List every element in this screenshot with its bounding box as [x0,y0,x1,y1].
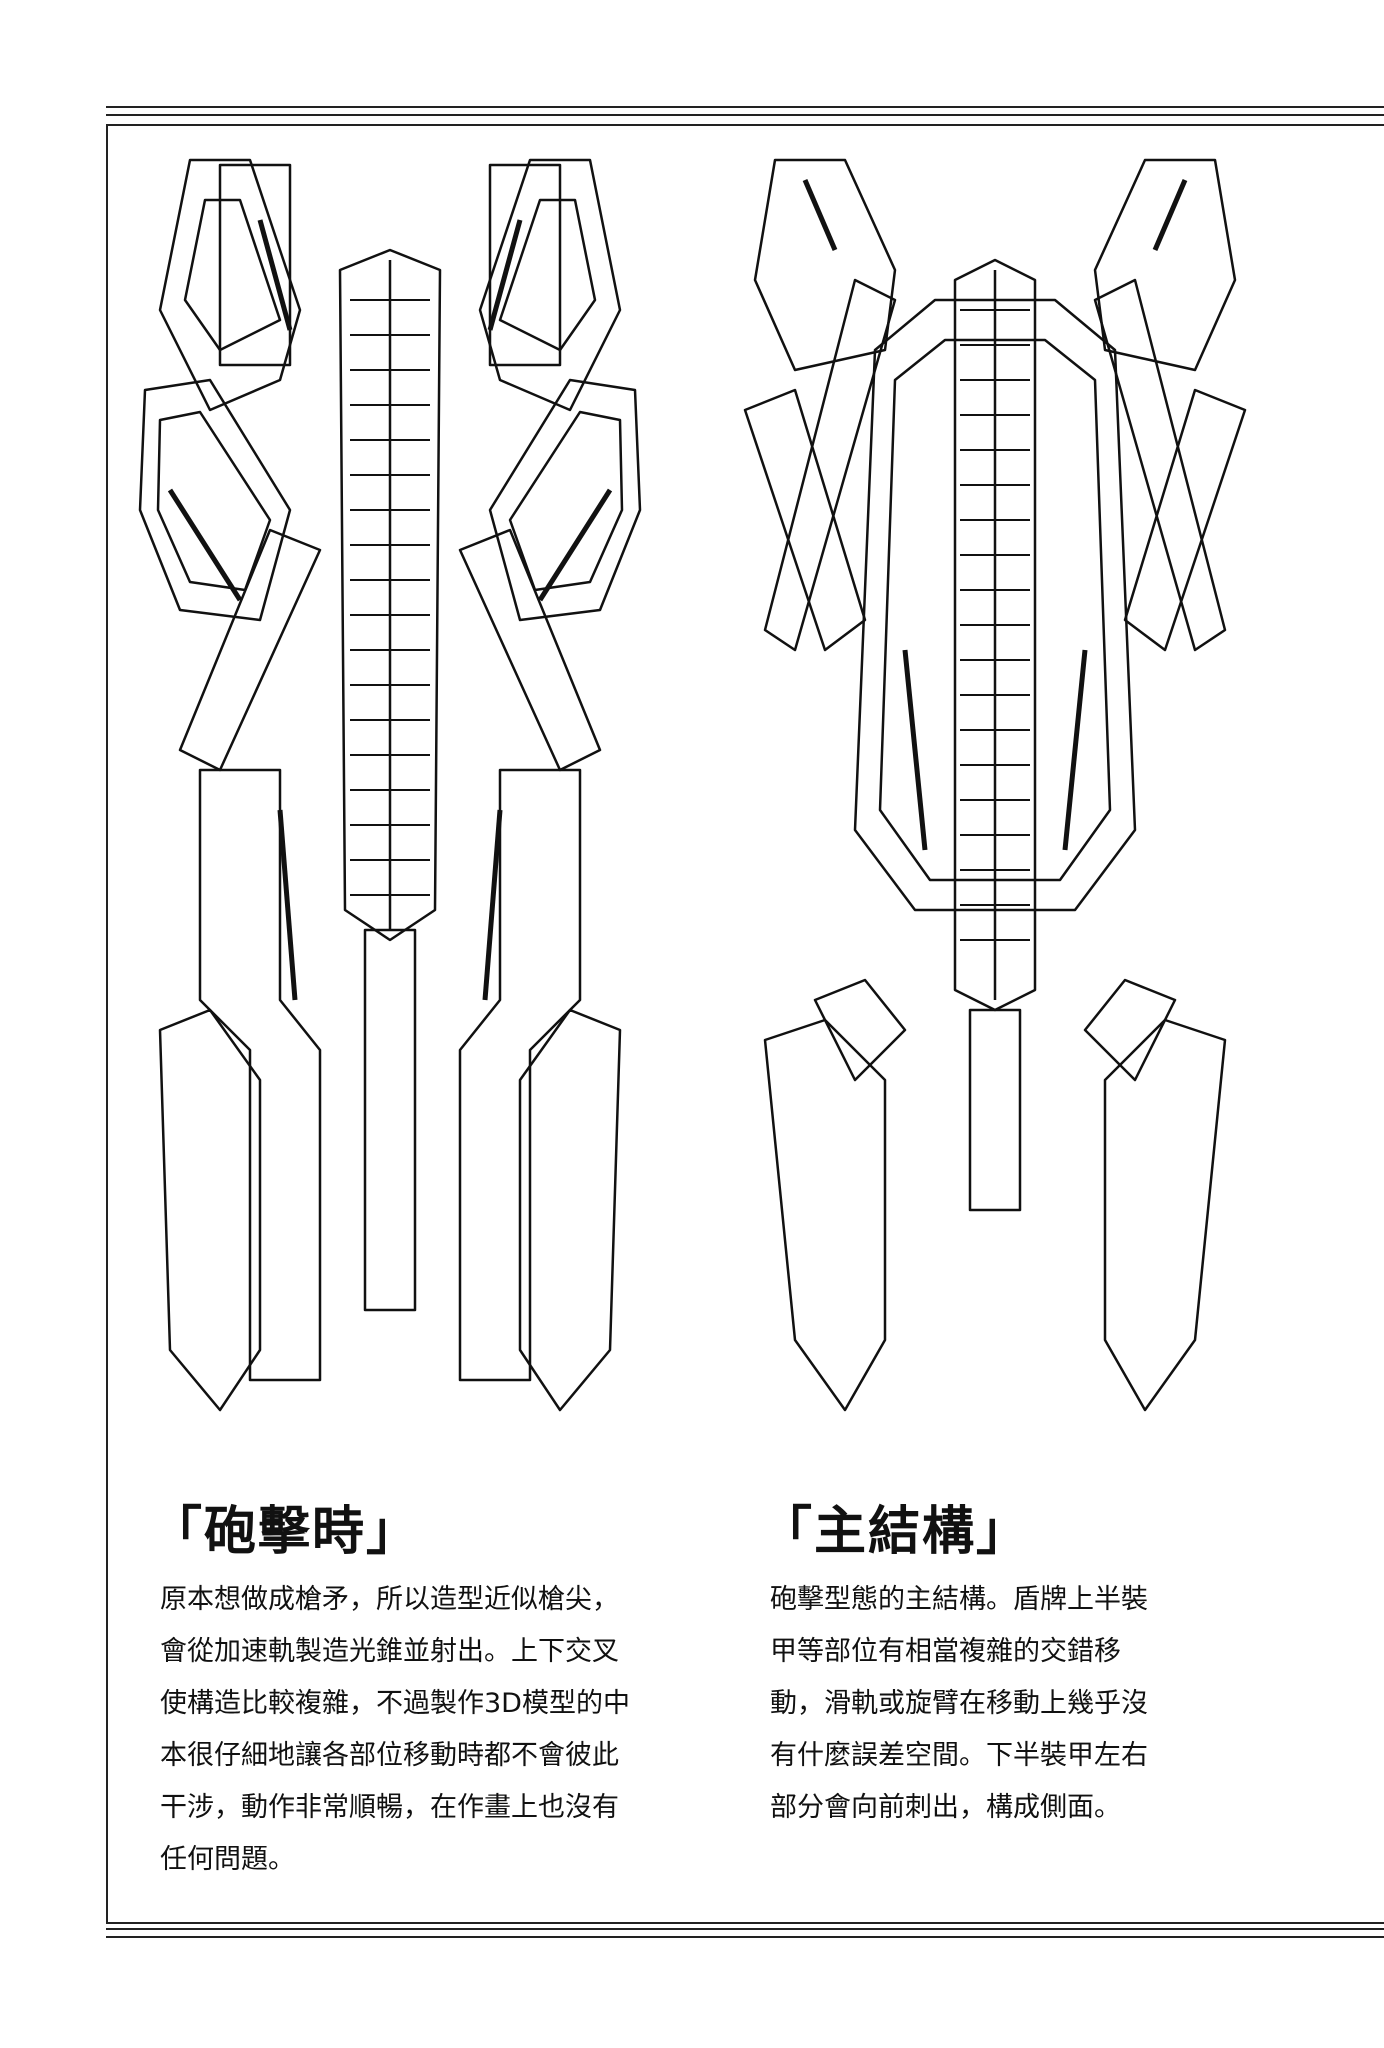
top-border-rule [106,106,1384,116]
mid-right-wing [488,378,642,622]
illustration-main-structure [735,150,1255,1450]
left-section-body: 原本想做成槍矛，所以造型近似槍尖， 會從加速軌製造光錐並射出。上下交叉 使構造比… [160,1574,710,1886]
body-line: 部分會向前刺出，構成側面。 [770,1792,1121,1823]
right-section-body: 砲擊型態的主結構。盾牌上半裝 甲等部位有相當複雜的交錯移 動，滑軌或旋臂在移動上… [770,1574,1210,1834]
mid-left-wing [138,378,292,622]
upper-right-panel [1093,158,1237,372]
main-hull [853,298,1137,912]
bottom-border-rule [106,1928,1384,1938]
body-line: 有什麼誤差空間。下半裝甲左右 [770,1740,1148,1771]
spine [953,258,1037,1012]
page-frame [106,124,1384,1924]
body-line: 本很仔細地讓各部位移動時都不會彼此 [160,1740,619,1771]
body-line: 干涉，動作非常順暢，在作畫上也沒有 [160,1792,619,1823]
body-line: 任何問題。 [160,1844,295,1875]
lower-right-blade [1083,978,1227,1412]
lower-left-blade [763,978,907,1412]
illustration-firing-form [130,150,650,1450]
body-line: 甲等部位有相當複雜的交錯移 [770,1636,1121,1667]
right-section-title: 「主結構」 [760,1501,1031,1562]
upper-left-wing [158,158,302,412]
body-line: 動，滑軌或旋臂在移動上幾乎沒 [770,1688,1148,1719]
upper-left-panel [753,158,897,372]
spine [338,248,442,942]
body-line: 使構造比較複雜，不過製作3D模型的中 [160,1688,630,1719]
body-line: 原本想做成槍矛，所以造型近似槍尖， [160,1584,619,1615]
lower-left-blade [158,768,322,1412]
lower-right-blade [458,768,622,1412]
body-line: 砲擊型態的主結構。盾牌上半裝 [770,1584,1148,1615]
left-section-title: 「砲擊時」 [150,1501,421,1562]
body-line: 會從加速軌製造光錐並射出。上下交叉 [160,1636,619,1667]
upper-right-wing [478,158,622,412]
